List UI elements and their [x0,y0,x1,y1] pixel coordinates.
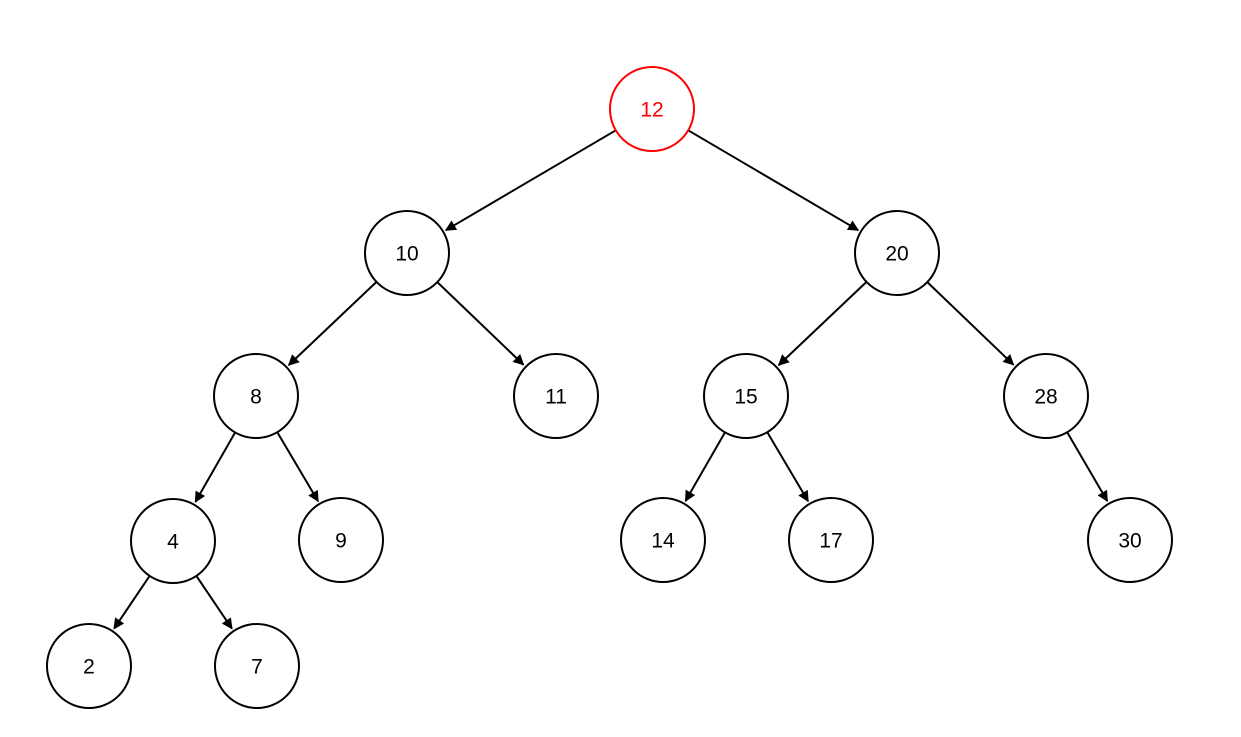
node-circle [620,497,706,583]
node-label: 28 [1034,385,1057,408]
tree-node-12: 12 [609,66,695,152]
node-label: 4 [167,530,179,553]
tree-edge-8-9 [276,431,319,503]
node-label: 10 [395,242,418,265]
node-circle [213,353,299,439]
node-circle [298,497,384,583]
node-circle [703,353,789,439]
tree-node-9: 9 [298,497,384,583]
node-circle-highlighted [609,66,695,152]
tree-node-28: 28 [1003,353,1089,439]
node-circle [513,353,599,439]
node-label: 2 [83,655,95,678]
tree-edge-4-2 [113,575,151,630]
tree-edge-12-10 [444,129,617,232]
tree-edge-10-11 [436,281,525,366]
node-circle [214,623,300,709]
node-circle [364,210,450,296]
node-label: 17 [819,529,842,552]
node-label: 14 [651,529,675,552]
node-label: 11 [545,385,567,408]
node-label: 12 [640,98,663,121]
tree-edge-20-15 [777,281,868,366]
tree-node-10: 10 [364,210,450,296]
tree-edge-8-4 [194,432,236,503]
node-circle [130,498,216,584]
node-label: 7 [251,655,263,678]
tree-edge-20-28 [926,281,1015,366]
node-circle [46,623,132,709]
node-circle [854,210,940,296]
node-circle [1003,353,1089,439]
tree-node-4: 4 [130,498,216,584]
node-label: 30 [1118,529,1141,552]
tree-edge-12-20 [687,129,860,232]
node-label: 15 [734,385,757,408]
tree-node-30: 30 [1087,497,1173,583]
tree-edge-28-30 [1066,431,1109,503]
nodes-layer: 12 10 20 8 11 15 28 4 9 14 17 30 2 7 [46,66,1173,709]
node-label: 20 [885,242,908,265]
node-circle [788,497,874,583]
tree-edge-10-8 [287,281,378,366]
tree-node-8: 8 [213,353,299,439]
tree-node-11: 11 [513,353,599,439]
tree-node-14: 14 [620,497,706,583]
tree-node-20: 20 [854,210,940,296]
tree-edge-4-7 [195,575,233,630]
tree-node-2: 2 [46,623,132,709]
node-label: 9 [335,529,347,552]
tree-node-7: 7 [214,623,300,709]
edges-layer [113,129,1109,630]
tree-node-15: 15 [703,353,789,439]
tree-node-17: 17 [788,497,874,583]
node-label: 8 [250,385,262,408]
node-circle [1087,497,1173,583]
tree-edge-15-14 [684,431,726,502]
tree-edge-15-17 [766,431,809,503]
